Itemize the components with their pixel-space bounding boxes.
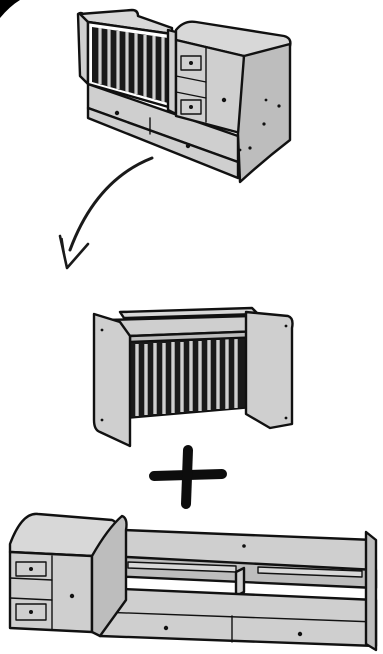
cot-bed-combo-icon (78, 10, 290, 182)
plus-icon (154, 450, 222, 504)
curved-arrow-down-icon (60, 158, 152, 268)
bed-with-chest-icon (10, 514, 376, 650)
desk-with-bars-icon (94, 308, 293, 446)
corner-mark (0, 0, 20, 18)
